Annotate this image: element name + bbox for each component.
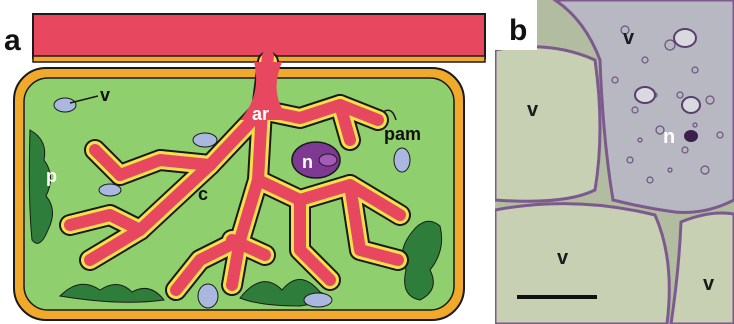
vacuole-top-left [54, 98, 76, 112]
vacuole-bottom-mid [198, 284, 218, 308]
vacuole-left-mid [99, 184, 121, 196]
micrograph-nucleus [684, 130, 698, 142]
panel-a-letter: a [4, 24, 21, 57]
nucleus [292, 142, 340, 178]
vacuole-right [394, 148, 410, 172]
cell-bottom-vacuole [495, 204, 669, 324]
label-pam: pam [384, 124, 421, 144]
panel-a-diagram: a v ar pam n p c [0, 0, 490, 324]
label-b-nucleus: n [663, 126, 675, 148]
label-b-vacuole-top: v [623, 27, 635, 49]
label-cytoplasm: c [198, 184, 208, 204]
panel-b-micrograph: b v v n v v [495, 0, 734, 324]
label-plastid: p [46, 166, 57, 186]
main-hypha [33, 14, 485, 58]
panel-b-letter: b [509, 14, 527, 47]
cell-bottom-right-vacuole [671, 213, 734, 324]
label-nucleus: n [302, 152, 313, 172]
scale-bar [517, 295, 597, 299]
nucleolus [319, 154, 337, 166]
label-vacuole: v [100, 85, 110, 105]
label-b-vacuole-left: v [527, 99, 539, 121]
vacuole-bottom-right [304, 293, 332, 307]
cell-left-vacuole [495, 47, 600, 202]
label-b-vacuole-bottom: v [557, 247, 569, 269]
panel-b-image: b v v n v v [495, 0, 734, 324]
vacuole-center [193, 133, 217, 147]
label-b-vacuole-bottom-right: v [703, 273, 715, 295]
label-arbuscule: ar [252, 104, 269, 124]
